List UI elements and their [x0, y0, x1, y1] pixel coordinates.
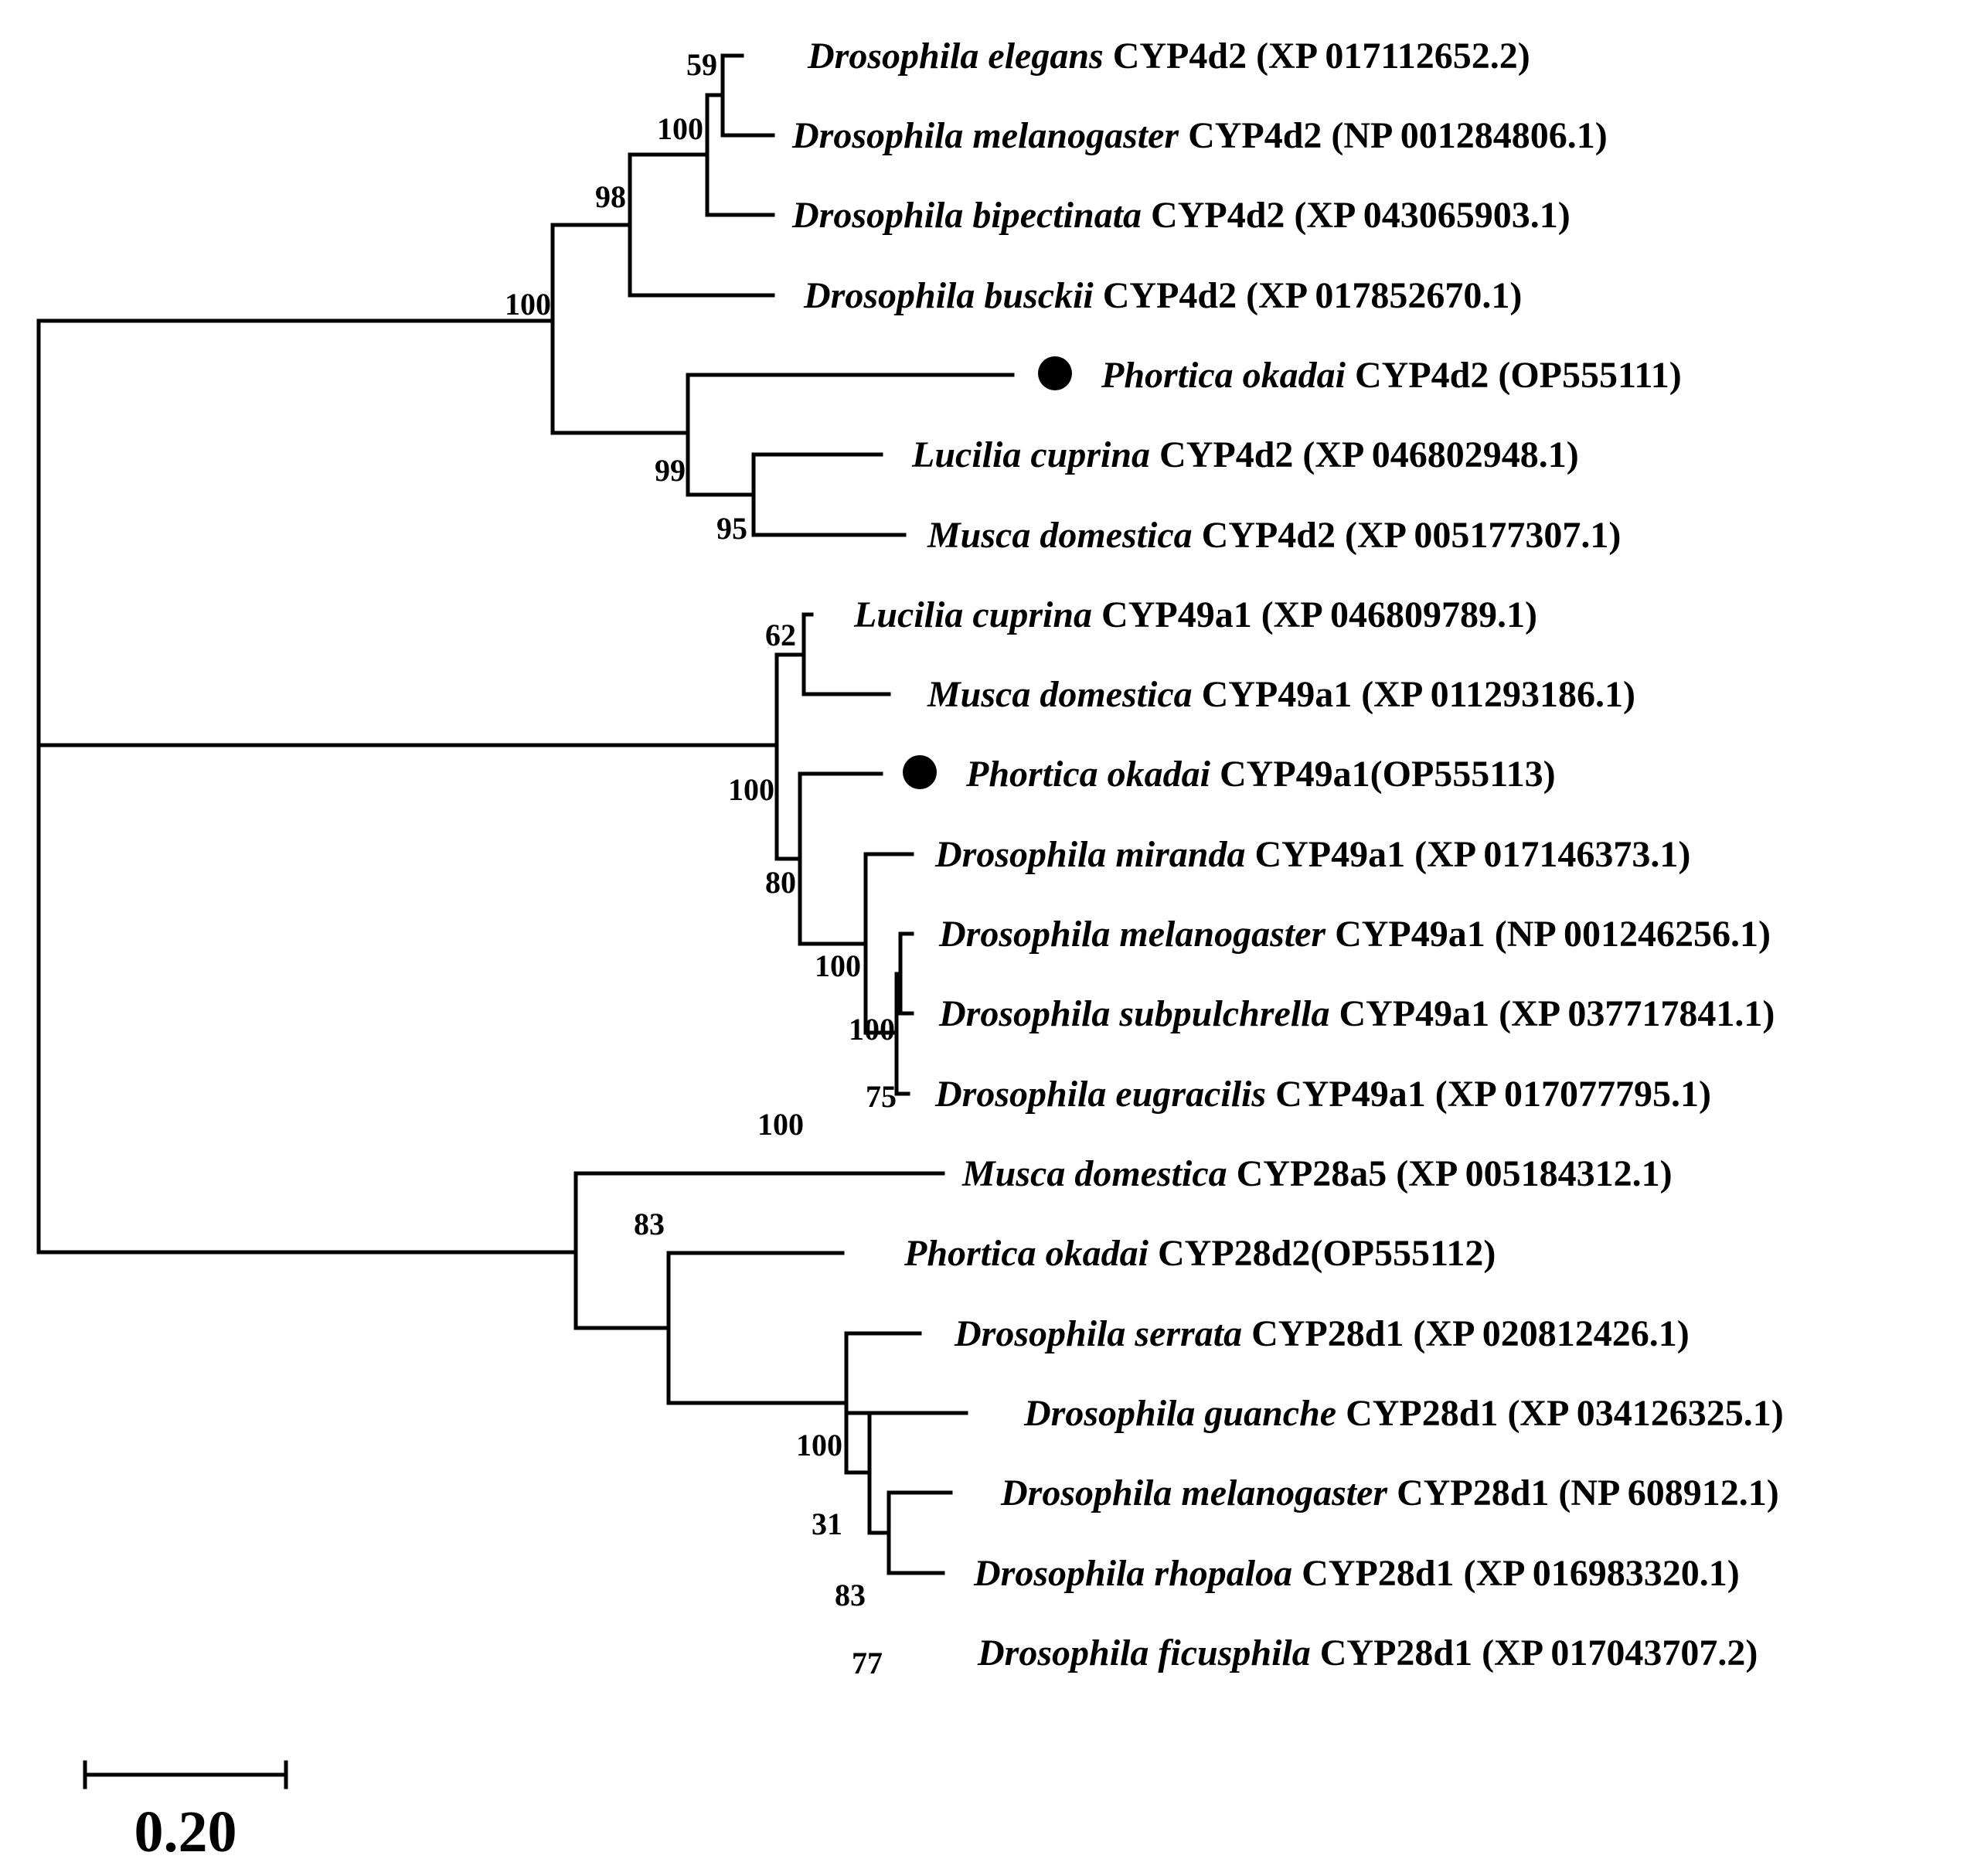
leaf-species: Drosophila busckii [803, 275, 1103, 316]
leaf-gene: CYP4d2 (XP 005177307.1) [1202, 515, 1622, 556]
leaf-species: Lucilia cuprina [853, 594, 1101, 635]
leaf-gene: CYP28a5 (XP 005184312.1) [1237, 1153, 1673, 1194]
leaf-label: Drosophila bipectinata CYP4d2 (XP 043065… [791, 195, 1571, 236]
leaf-species: Drosophila serrata [954, 1313, 1251, 1354]
leaf-label: Drosophila busckii CYP4d2 (XP 017852670.… [803, 275, 1522, 316]
leaf-label: Musca domestica CYP28a5 (XP 005184312.1) [961, 1153, 1673, 1194]
leaf-label: Drosophila miranda CYP49a1 (XP 017146373… [934, 834, 1690, 875]
leaf-gene: CYP28d1 (XP 017043707.2) [1320, 1633, 1758, 1673]
leaf-species: Drosophila bipectinata [791, 195, 1151, 236]
support-value: 100 [849, 1012, 895, 1047]
leaf-gene: CYP49a1 (XP 046809789.1) [1101, 594, 1537, 635]
support-values: 59 100 98 100 99 95 62 100 80 100 100 75 100 83 100 31 8… [505, 47, 897, 1680]
leaf-species: Drosophila elegans [807, 36, 1113, 77]
leaf-label: Lucilia cuprina CYP49a1 (XP 046809789.1) [853, 594, 1537, 635]
support-value: 75 [866, 1079, 897, 1114]
tree-branches [36, 53, 1015, 1575]
leaf-species: Drosophila subpulchrella [938, 993, 1339, 1034]
leaf-gene: CYP4d2 (NP 001284806.1) [1188, 115, 1608, 156]
scale-bar-line [83, 1760, 288, 1789]
leaf-gene: CYP49a1(OP555113) [1220, 754, 1556, 795]
support-value: 99 [655, 453, 686, 488]
leaf-markers [903, 356, 1072, 789]
leaf-gene: CYP49a1 (XP 037717841.1) [1339, 993, 1775, 1034]
leaf-label: Lucilia cuprina CYP4d2 (XP 046802948.1) [911, 434, 1579, 475]
support-value: 100 [505, 287, 551, 322]
scale-bar: 0.20 [83, 1760, 288, 1864]
leaf-label: Drosophila ficusphila CYP28d1 (XP 017043… [977, 1633, 1758, 1673]
leaf-species: Musca domestica [927, 674, 1202, 715]
leaf-species: Drosophila miranda [934, 834, 1254, 875]
leaf-species: Drosophila melanogaster [1000, 1473, 1397, 1513]
support-value: 80 [765, 865, 796, 900]
marker-dot-icon [903, 755, 937, 789]
leaf-species: Lucilia cuprina [911, 434, 1159, 475]
support-value: 95 [716, 511, 747, 546]
support-value: 62 [765, 618, 796, 652]
leaf-species: Drosophila rhopaloa [973, 1553, 1302, 1594]
leaf-label: Drosophila eugracilis CYP49a1 (XP 017077… [934, 1074, 1711, 1115]
leaf-species: Drosophila guanche [1023, 1393, 1346, 1434]
leaf-gene: CYP49a1 (XP 011293186.1) [1202, 674, 1635, 715]
leaf-label: Drosophila rhopaloa CYP28d1 (XP 01698332… [973, 1553, 1740, 1594]
leaf-species: Phortica okadai [1101, 355, 1355, 396]
support-value: 100 [728, 772, 774, 807]
leaf-label: Drosophila elegans CYP4d2 (XP 017112652.… [807, 36, 1530, 77]
leaf-species: Phortica okadai [904, 1233, 1158, 1274]
marker-dot-icon [1038, 356, 1072, 390]
leaf-species: Musca domestica [927, 515, 1202, 556]
leaf-label: Phortica okadai CYP49a1(OP555113) [965, 754, 1556, 795]
leaf-species: Drosophila eugracilis [934, 1074, 1275, 1115]
support-value: 100 [796, 1428, 842, 1462]
leaf-gene: CYP28d1 (XP 034126325.1) [1346, 1393, 1784, 1434]
support-value: 59 [686, 47, 717, 82]
leaf-species: Drosophila ficusphila [977, 1633, 1320, 1673]
leaf-gene: CYP4d2 (XP 046802948.1) [1159, 434, 1579, 475]
leaf-label: Drosophila melanogaster CYP28d1 (NP 6089… [1000, 1473, 1779, 1513]
leaf-gene: CYP49a1 (NP 001246256.1) [1335, 914, 1771, 955]
leaf-gene: CYP28d2(OP555112) [1158, 1233, 1496, 1274]
leaf-gene: CYP49a1 (XP 017146373.1) [1254, 834, 1690, 875]
leaf-label: Drosophila guanche CYP28d1 (XP 034126325… [1023, 1393, 1784, 1434]
leaf-gene: CYP4d2 (XP 017852670.1) [1103, 275, 1523, 316]
leaf-label: Drosophila melanogaster CYP4d2 (NP 00128… [791, 115, 1608, 156]
leaf-label: Phortica okadai CYP28d2(OP555112) [904, 1233, 1496, 1274]
support-value: 100 [815, 948, 861, 983]
support-value: 77 [852, 1646, 883, 1680]
leaf-label: Phortica okadai CYP4d2 (OP555111) [1101, 355, 1682, 396]
support-value: 83 [634, 1207, 665, 1241]
leaf-gene: CYP49a1 (XP 017077795.1) [1275, 1074, 1711, 1115]
leaf-label: Musca domestica CYP49a1 (XP 011293186.1) [927, 674, 1635, 715]
support-value: 98 [595, 179, 626, 214]
leaf-label: Drosophila melanogaster CYP49a1 (NP 0012… [938, 914, 1771, 955]
leaf-species: Musca domestica [961, 1153, 1237, 1194]
support-value: 83 [835, 1578, 866, 1612]
leaf-species: Drosophila melanogaster [938, 914, 1335, 955]
leaf-labels: Drosophila elegans CYP4d2 (XP 017112652.… [791, 36, 1784, 1673]
leaf-label: Musca domestica CYP4d2 (XP 005177307.1) [927, 515, 1621, 556]
support-value: 31 [812, 1507, 842, 1541]
leaf-gene: CYP4d2 (OP555111) [1355, 355, 1682, 396]
support-value: 100 [757, 1107, 804, 1142]
leaf-species: Drosophila melanogaster [791, 115, 1188, 156]
leaf-gene: CYP4d2 (XP 043065903.1) [1151, 195, 1571, 236]
leaf-label: Drosophila subpulchrella CYP49a1 (XP 037… [938, 993, 1775, 1034]
leaf-gene: CYP28d1 (NP 608912.1) [1397, 1473, 1779, 1513]
leaf-gene: CYP28d1 (XP 016983320.1) [1302, 1553, 1740, 1594]
scale-bar-label: 0.20 [134, 1799, 237, 1864]
support-value: 100 [657, 111, 703, 146]
leaf-species: Phortica okadai [965, 754, 1220, 795]
leaf-gene: CYP28d1 (XP 020812426.1) [1251, 1313, 1690, 1354]
leaf-gene: CYP4d2 (XP 017112652.2) [1113, 36, 1530, 77]
leaf-label: Drosophila serrata CYP28d1 (XP 020812426… [954, 1313, 1690, 1354]
